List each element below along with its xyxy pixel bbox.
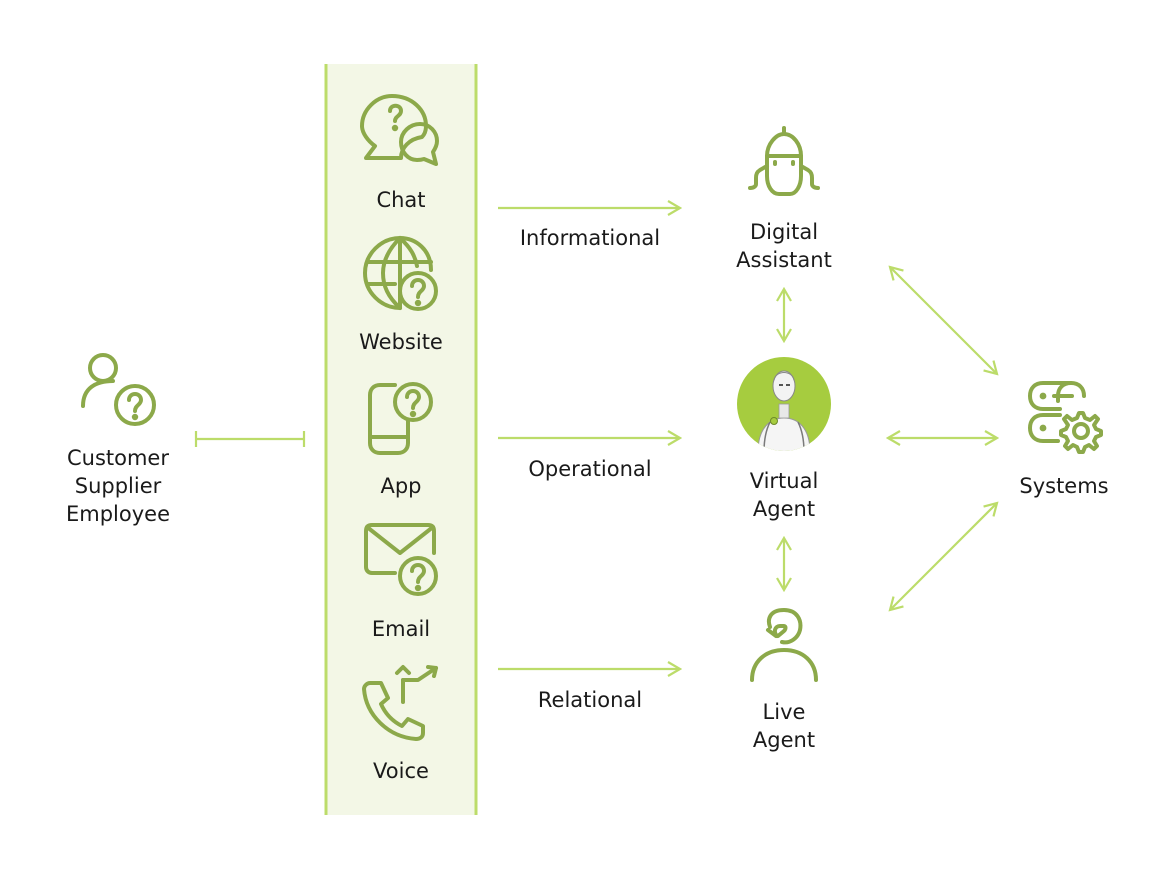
source-label: Customer Supplier Employee [48, 444, 188, 528]
flow-label-relational: Relational [537, 688, 643, 712]
agent-label-line: Assistant [736, 248, 832, 272]
chat-question-icon [360, 94, 439, 166]
source-line-2: Supplier [74, 474, 162, 498]
source-line-3: Employee [65, 502, 170, 526]
channel-label-chat: Chat [376, 188, 426, 212]
flow-label-operational: Operational [528, 457, 652, 481]
envelope-question-icon [364, 523, 438, 596]
virtual-agent-avatar [737, 357, 831, 451]
agent-label-line: Live [762, 700, 806, 724]
agent-label-line: Virtual [749, 469, 819, 493]
systems-label: Systems [1019, 474, 1109, 498]
flow-label-informational: Informational [519, 226, 661, 250]
agent-label-virtual-agent: Virtual Agent [704, 467, 864, 523]
channel-label-voice: Voice [373, 759, 429, 783]
agent-label-line: Agent [752, 728, 816, 752]
robot-icon [748, 126, 820, 196]
agent-label-digital-assistant: Digital Assistant [704, 218, 864, 274]
channel-label-website: Website [359, 330, 443, 354]
agent-label-line: Digital [749, 220, 819, 244]
source-line-1: Customer [66, 446, 169, 470]
phone-question-icon [368, 382, 433, 455]
agent-label-live-agent: Live Agent [704, 698, 864, 754]
headset-person-icon [750, 608, 818, 682]
channel-label-email: Email [371, 617, 431, 641]
channel-label-app: App [380, 474, 422, 498]
globe-question-icon [363, 236, 438, 311]
link-live-systems [890, 503, 997, 610]
source-connector [194, 431, 306, 447]
phone-call-icon [362, 665, 438, 741]
channel-band [326, 64, 476, 815]
link-assistant-systems [890, 267, 997, 374]
server-gear-icon [1028, 381, 1103, 454]
person-question-icon [81, 353, 156, 426]
agent-label-line: Agent [752, 497, 816, 521]
